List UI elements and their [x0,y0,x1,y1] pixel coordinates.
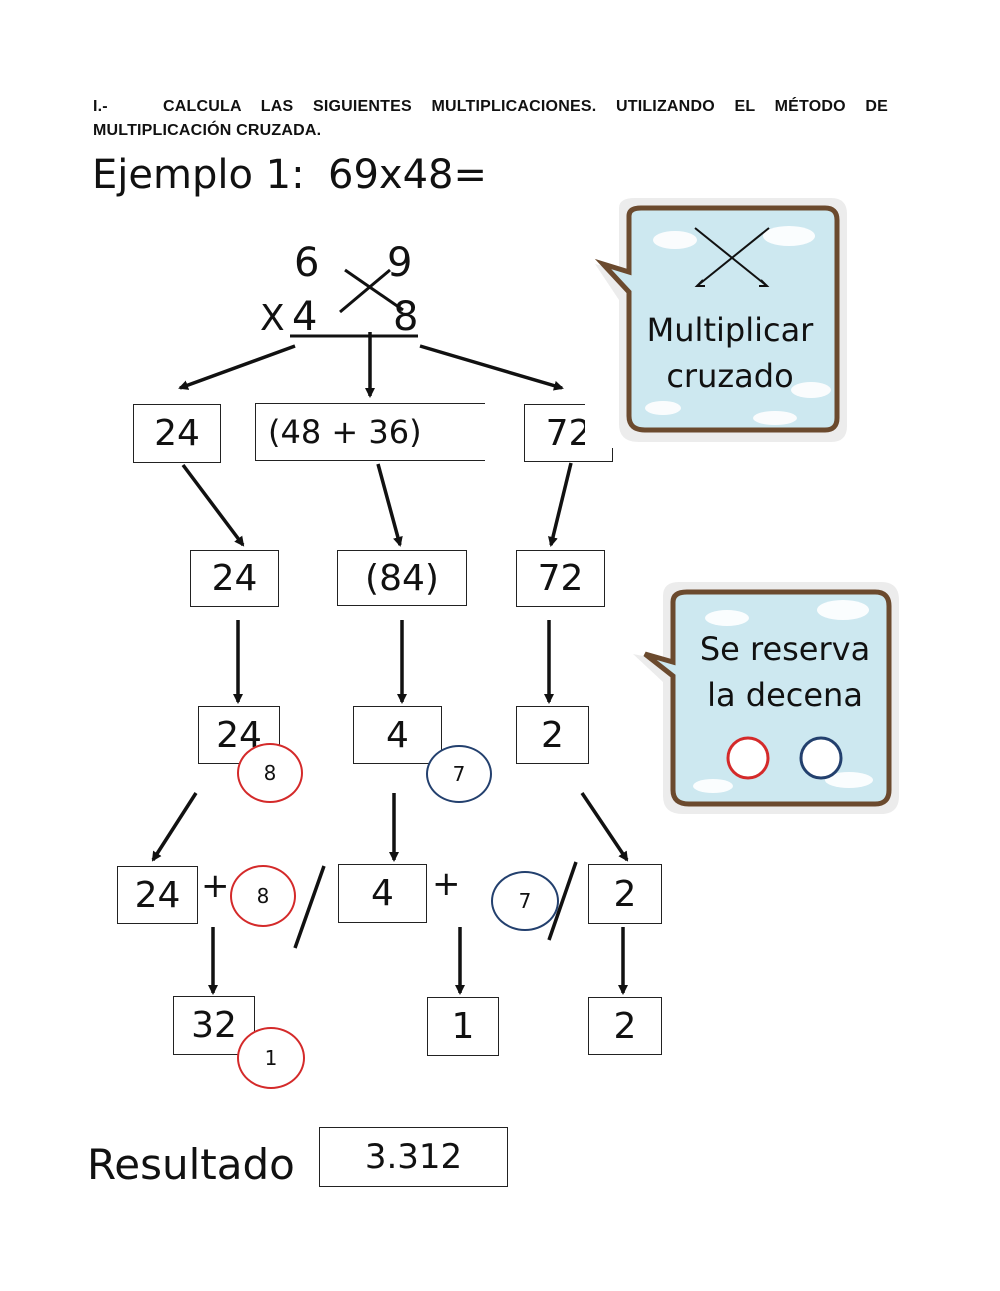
arrow-to-right-product [419,344,564,391]
arrow-row1-right [548,462,573,547]
arrow-row3-right [580,792,629,862]
cross-line-1 [344,268,404,312]
example-title: Ejemplo 1: [92,152,305,198]
row3-left-carry-circle: 8 [237,743,303,803]
row3-middle-box: 4 [353,706,442,764]
cross-lines [339,268,404,314]
arrow-row1-middle [376,463,403,547]
arrow-row3-left [151,792,198,862]
bubble1-text: Multiplicar cruzado [630,307,830,399]
row2-right-box: 72 [516,550,605,607]
instruction-text: CALCULA LAS SIGUIENTES MULTIPLICACIONES.… [93,98,888,139]
row2-middle-box: (84) [337,550,467,606]
bubble2-text: Se reserva la decena [690,626,880,718]
row1-left-box: 24 [133,404,221,463]
row5-middle-box: 1 [427,997,499,1056]
row4-plus-2: + [432,864,461,904]
bubble1-cross-icon [694,227,770,287]
row1-middle-box: (48 + 36) [255,403,485,461]
speech-bubble-1 [585,192,865,448]
bubble1-line-2: cruzado [666,357,794,395]
top-units-digit: 9 [387,240,413,286]
row5-right-box: 2 [588,997,662,1055]
bottom-tens-digit: 4 [292,294,318,340]
bubble2-line-1: Se reserva [699,630,871,668]
arrow-row1-left [181,463,245,547]
slash-1 [293,865,326,949]
bubble2-blue-circle [799,736,843,780]
row5-left-box: 32 [173,996,255,1055]
row4-right-box: 2 [588,864,662,924]
instruction: I.-CALCULA LAS SIGUIENTES MULTIPLICACION… [93,95,888,143]
slash-2 [547,861,578,941]
result-label: Resultado [87,1140,295,1189]
top-tens-digit: 6 [294,240,320,286]
row3-right-box: 2 [516,706,589,764]
row4-plus-1: + [201,866,230,906]
row4-middle-box: 4 [338,864,427,923]
arrow-to-left-product [178,344,296,390]
bubble1-line-1: Multiplicar [646,311,814,349]
bubble2-red-circle [726,736,770,780]
flow-arrows [151,332,629,995]
separator-slashes [293,861,578,949]
row2-left-box: 24 [190,550,279,607]
row5-left-carry-circle: 1 [237,1027,305,1089]
bottom-units-digit: 8 [393,294,419,340]
row4-left-box: 24 [117,866,198,924]
result-box: 3.312 [319,1127,508,1187]
row4-middle-carry-circle: 7 [491,871,559,931]
example-expression: 69x48= [328,152,487,198]
times-sign: X [260,298,285,339]
bubble2-line-2: la decena [707,676,863,714]
instruction-number: I.- [93,98,108,115]
row4-left-carry-circle: 8 [230,865,296,927]
cross-line-2 [339,268,391,314]
row3-middle-carry-circle: 7 [426,745,492,803]
speech-bubble-2 [617,570,912,826]
